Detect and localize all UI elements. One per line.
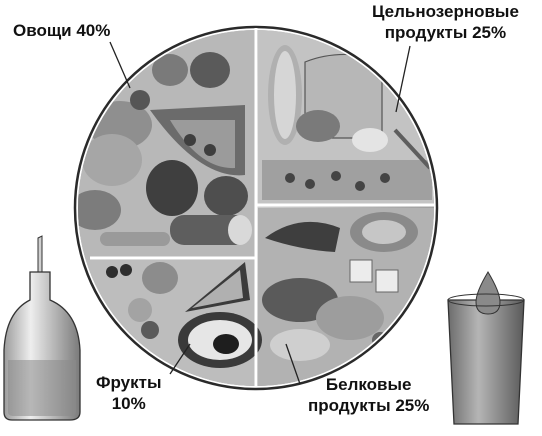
proteins-leader-line: [285, 343, 301, 385]
proteins-label: Белковые продукты 25%: [308, 374, 429, 416]
fruits-label-line2: 10%: [111, 394, 146, 413]
fruits-section: [78, 260, 262, 386]
whole-grains-label-line1: Цельнозерновые: [372, 2, 519, 21]
fruits-label: Фрукты 10%: [96, 372, 161, 414]
water-glass-icon: [447, 271, 525, 425]
fruits-label-line1: Фрукты: [96, 373, 162, 392]
vegetables-leader-line: [109, 41, 131, 89]
vegetables-label: Овощи 40%: [13, 20, 110, 41]
grains-leader-line: [395, 45, 411, 113]
section-dividers: [90, 28, 434, 386]
oil-bottle-icon: [3, 235, 81, 421]
proteins-label-line2: продукты 25%: [308, 396, 430, 415]
whole-grains-label-line2: продукты 25%: [384, 23, 507, 42]
fruits-leader-line: [169, 343, 191, 375]
proteins-label-line1: Белковые: [325, 375, 412, 394]
vegetables-label-text: Овощи 40%: [13, 21, 111, 40]
proteins-section: [258, 208, 434, 386]
whole-grains-label: Цельнозерновые продукты 25%: [372, 1, 519, 43]
vegetables-section: [78, 30, 256, 260]
leader-lines: [109, 41, 411, 385]
